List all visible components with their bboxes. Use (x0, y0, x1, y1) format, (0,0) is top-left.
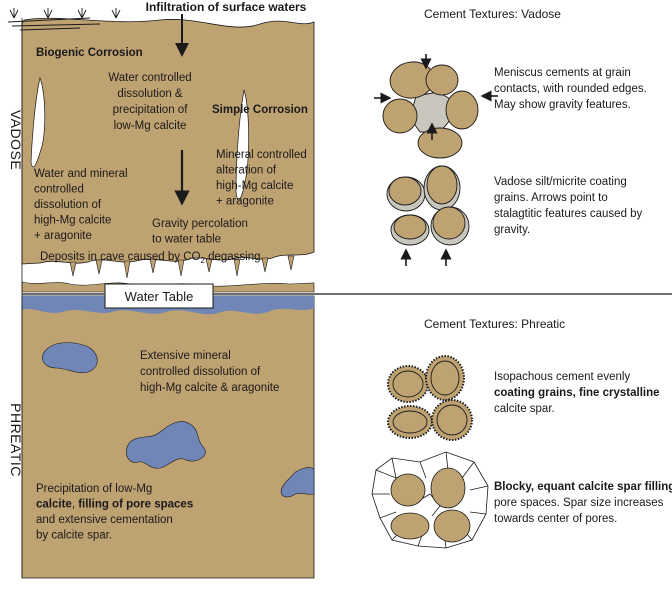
text-line: pore spaces. Spar size increases (494, 497, 664, 509)
vadose-rock (21, 17, 315, 293)
silt-coating-illustration (386, 165, 470, 246)
gravity-percolation-text: Gravity percolation to water table (152, 218, 248, 246)
text-line: calcite, filling of pore spaces (36, 499, 193, 511)
phreatic-rock (21, 295, 315, 579)
meniscus-description: Meniscus cements at grain contacts, with … (494, 67, 647, 111)
text-line: alteration of (216, 165, 277, 177)
meniscus-arrows (374, 54, 498, 140)
text-line: controlled dissolution of (140, 366, 261, 378)
text-line: grains. Arrows point to (494, 192, 608, 204)
text-line: dissolution of (34, 199, 102, 211)
blocky-spar-illustration (371, 451, 489, 549)
cave-deposits-label: Deposits in cave caused by CO2 degassing (40, 251, 261, 265)
cave-stalactites (69, 255, 295, 279)
text-line: high-Mg calcite & aragonite (140, 382, 279, 394)
text-line: stalagtitic features caused by (494, 208, 643, 220)
blocky-spar-description: Blocky, equant calcite spar filling pore … (494, 481, 672, 525)
text-line: Meniscus cements at grain (494, 67, 631, 79)
text-line: gravity. (494, 224, 530, 236)
text-line: Precipitation of low-Mg (36, 483, 152, 495)
text-line: and extensive cementation (36, 514, 173, 526)
text-line: Mineral controlled (216, 149, 307, 161)
text-line: precipitation of (113, 104, 189, 116)
text-line: Gravity percolation (152, 218, 248, 230)
vadose-cement-header: Cement Textures: Vadose (424, 7, 561, 21)
text-line: high-Mg calcite (34, 215, 111, 227)
water-pore (280, 467, 315, 498)
biogenic-corrosion-label: Biogenic Corrosion (36, 47, 143, 59)
text-line: May show gravity features. (494, 99, 631, 111)
meniscus-cement-illustration (382, 61, 479, 159)
text-line: low-Mg calcite (114, 120, 187, 132)
water-pore (126, 421, 206, 469)
precipitation-text: Precipitation of low-Mg calcite, filling … (36, 483, 193, 542)
text-line: calcite spar. (494, 403, 555, 415)
isopachous-cement-illustration (387, 355, 473, 441)
text-line: Water controlled (108, 72, 191, 84)
vadose-zone-label: VADOSE (8, 110, 24, 170)
mineral-controlled-text: Mineral controlled alteration of high-Mg c… (216, 149, 307, 208)
text-line: Extensive mineral (140, 350, 231, 362)
water-pore (42, 342, 98, 373)
text-line: to water table (152, 234, 221, 246)
text-line: Isopachous cement evenly (494, 371, 630, 383)
vadose-cavity (235, 89, 249, 201)
simple-corrosion-label: Simple Corrosion (212, 104, 308, 116)
text-line: towards center of pores. (494, 513, 617, 525)
text-line: controlled (34, 184, 84, 196)
infiltration-label: Infiltration of surface waters (146, 0, 307, 14)
water-controlled-text: Water controlled dissolution & precipitati… (108, 72, 191, 132)
text-line: coating grains, fine crystalline (494, 387, 660, 399)
water-mineral-controlled-text: Water and mineral controlled dissolution o… (34, 168, 128, 242)
text-line: + aragonite (216, 196, 274, 208)
water-table-box (104, 283, 214, 309)
silt-arrows (400, 248, 452, 266)
phreatic-zone-label: PHREATIC (8, 403, 24, 477)
text-line: by calcite spar. (36, 530, 112, 542)
phreatic-cement-header: Cement Textures: Phreatic (424, 317, 565, 331)
text-line: Blocky, equant calcite spar filling (494, 481, 672, 493)
silt-coating-description: Vadose silt/micrite coating grains. Arrow… (494, 176, 643, 236)
isopachous-description: Isopachous cement evenly coating grains, … (494, 371, 660, 415)
text-line: + aragonite (34, 230, 92, 242)
text-line: Vadose silt/micrite coating (494, 176, 627, 188)
text-line: dissolution & (117, 88, 183, 100)
text-line: Water and mineral (34, 168, 128, 180)
vadose-cavity (30, 76, 46, 168)
extensive-dissolution-text: Extensive mineral controlled dissolution … (140, 350, 279, 394)
surface-soil (7, 8, 121, 31)
text-line: high-Mg calcite (216, 180, 293, 192)
water-table-label: Water Table (125, 289, 194, 304)
text-line: contacts, with rounded edges. (494, 83, 647, 95)
